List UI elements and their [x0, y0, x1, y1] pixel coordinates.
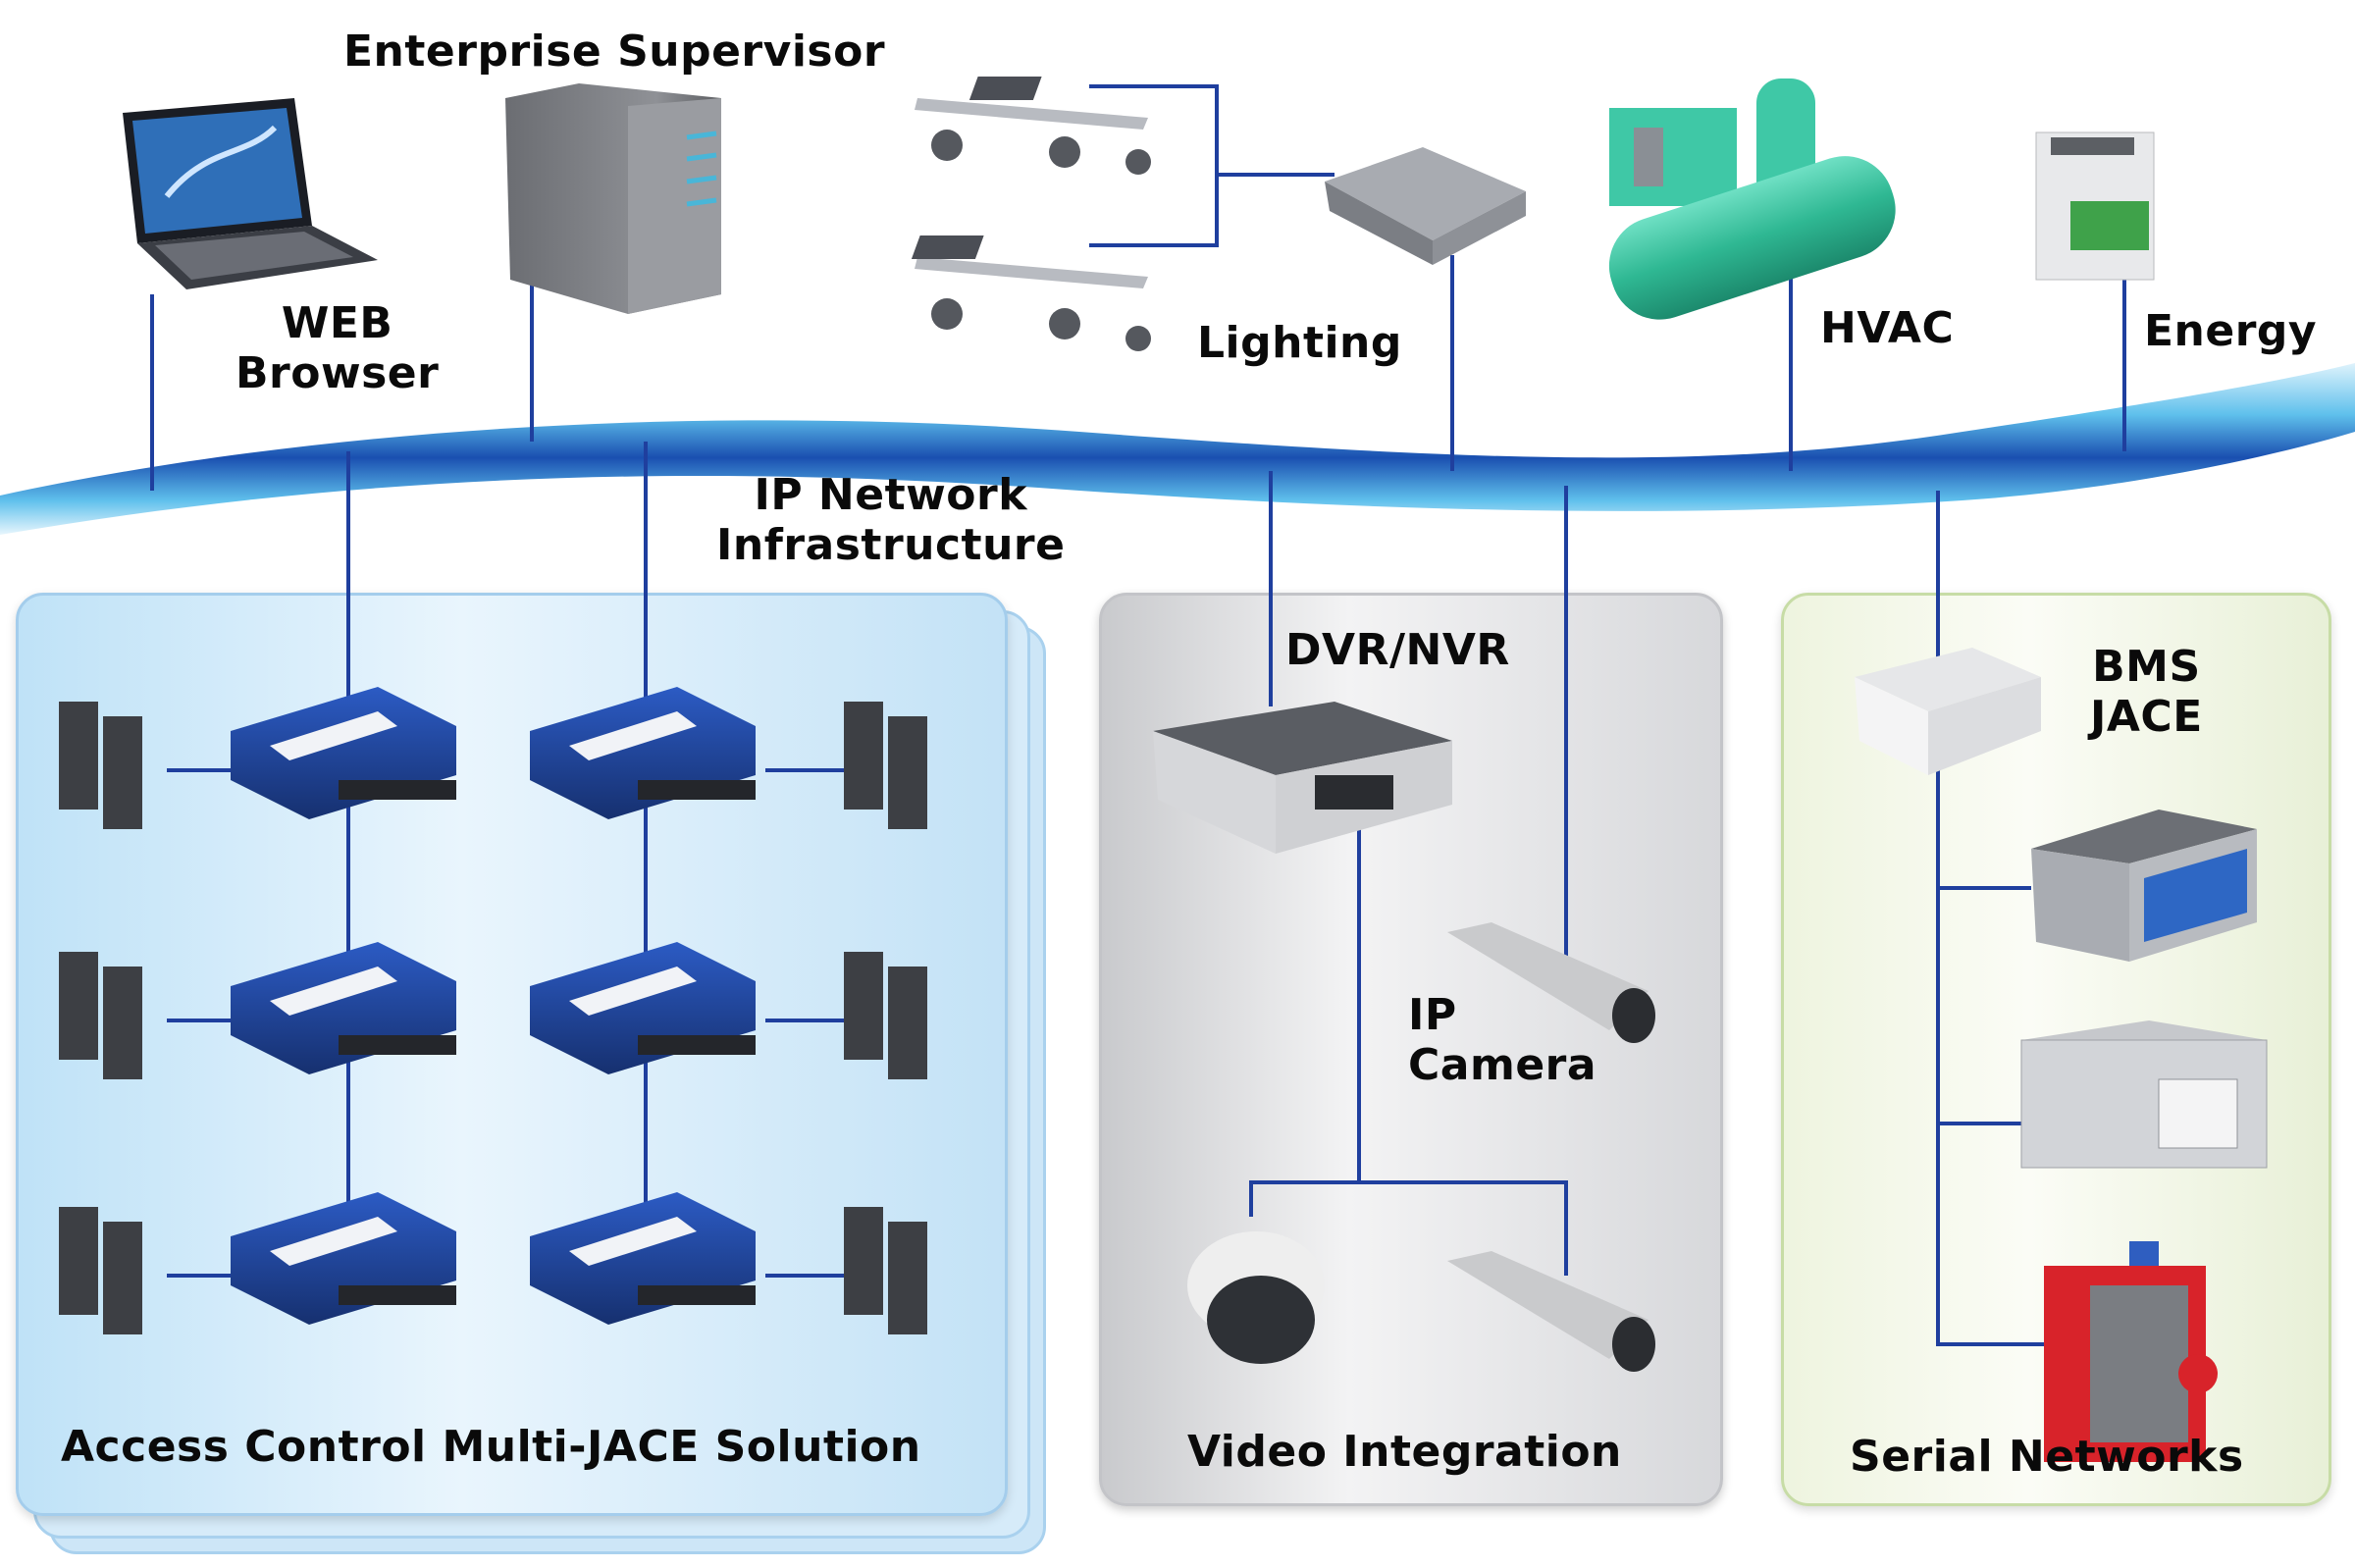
web-browser-label-line2: Browser	[236, 347, 440, 398]
lighting-label: Lighting	[1197, 318, 1402, 368]
security-jace-grid	[59, 687, 927, 1334]
serial-networks-title: Serial Networks	[1850, 1432, 2244, 1482]
server-tower-icon	[505, 83, 721, 314]
lighting-controller-icon	[1325, 147, 1526, 265]
air-handling-unit-icon	[2020, 1020, 2268, 1169]
security-jace-controller	[530, 1192, 756, 1325]
network-wires	[150, 84, 2126, 1346]
dvr-nvr-label: DVR/NVR	[1285, 625, 1510, 675]
security-jace-controller	[530, 687, 756, 819]
track-light-icon	[911, 77, 1151, 351]
enterprise-supervisor-label: Enterprise Supervisor	[343, 26, 886, 77]
ip-camera-label-line1: IP	[1408, 990, 1457, 1040]
ip-camera-label-line2: Camera	[1408, 1039, 1597, 1090]
wire-lighting-bus	[1089, 84, 1219, 247]
video-integration-title: Video Integration	[1187, 1427, 1622, 1477]
energy-label: Energy	[2144, 306, 2318, 356]
security-jace-controller	[231, 687, 456, 819]
dvr-nvr-icon	[1153, 702, 1452, 854]
security-jace-controller	[231, 942, 456, 1074]
fan-coil-unit-icon	[2031, 810, 2257, 962]
web-browser-label: WEB Browser	[236, 298, 440, 398]
dome-camera-icon	[1187, 1231, 1325, 1364]
access-control-title: Access Control Multi-JACE Solution	[61, 1422, 921, 1472]
laptop-icon	[123, 98, 378, 289]
security-jace-controller	[530, 942, 756, 1074]
card-reader-icon	[59, 702, 927, 1334]
ip-network-label: IP Network Infrastructure	[716, 470, 1066, 570]
ip-network-label-line1: IP Network	[754, 470, 1027, 520]
bms-jace-icon	[1855, 648, 2041, 775]
boiler-icon	[2044, 1241, 2218, 1462]
ip-network-label-line2: Infrastructure	[716, 519, 1066, 570]
web-browser-label-line1: WEB	[281, 298, 393, 348]
ip-camera-icon	[1447, 922, 1655, 1043]
energy-meter-icon	[2035, 131, 2155, 281]
hvac-label: HVAC	[1820, 303, 1955, 353]
ip-camera-icon	[1447, 1251, 1655, 1372]
bms-jace-label-line1: BMS	[2092, 642, 2201, 692]
chiller-icon	[1608, 78, 1896, 320]
ip-network-band	[0, 363, 2355, 535]
ip-camera-label: IP Camera	[1408, 990, 1597, 1090]
bms-jace-label-line2: JACE	[2090, 691, 2203, 742]
access-control-panel	[16, 593, 1008, 1516]
security-jace-controller	[231, 1192, 456, 1325]
bms-jace-label: BMS JACE	[2090, 642, 2203, 742]
